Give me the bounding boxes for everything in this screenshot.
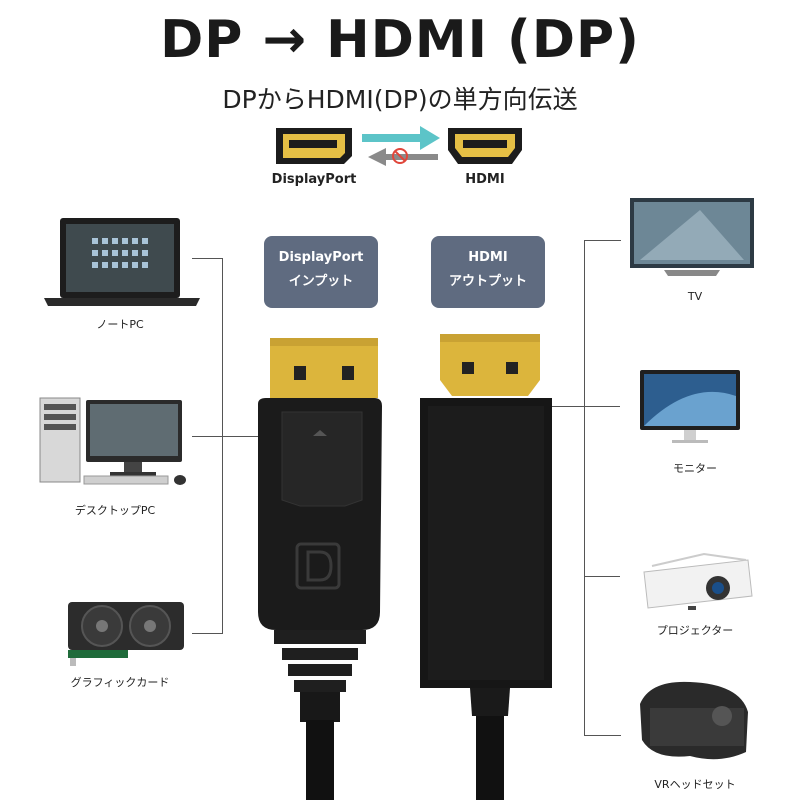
sources-connector-line xyxy=(222,436,258,437)
dp-input-badge: DisplayPort インプット xyxy=(264,236,378,308)
source-label-graphics-card: グラフィックカード xyxy=(70,676,170,689)
hdmi-output-badge: HDMI アウトプット xyxy=(431,236,545,308)
target-label-projector: プロジェクター xyxy=(656,624,734,637)
tv-icon xyxy=(630,198,754,276)
direction-diagram xyxy=(276,126,522,166)
displayport-port-icon xyxy=(276,128,352,164)
desktop-pc-icon xyxy=(39,397,186,485)
targets-connector-line xyxy=(552,406,584,407)
forward-arrow-icon xyxy=(362,126,440,150)
hdmi-port-icon xyxy=(448,128,522,164)
source-label-laptop: ノートPC xyxy=(96,318,144,331)
dp-badge-line2: インプット xyxy=(288,274,354,289)
source-label-desktop: デスクトップPC xyxy=(74,504,156,517)
projector-icon xyxy=(643,552,753,610)
sources-bracket-mid xyxy=(192,436,222,437)
targets-bracket-tick-1 xyxy=(584,406,620,407)
laptop-icon xyxy=(44,218,200,306)
sources-bracket xyxy=(192,258,223,634)
displayport-label: DisplayPort xyxy=(271,172,357,187)
graphics-card-icon xyxy=(68,602,184,666)
monitor-icon xyxy=(640,370,740,443)
vr-headset-icon xyxy=(640,681,748,760)
page-subtitle: DPからHDMI(DP)の単方向伝送 xyxy=(222,85,578,114)
hdmi-badge-line2: アウトプット xyxy=(448,274,527,289)
page-title: DP → HDMI (DP) xyxy=(160,10,640,70)
targets-bracket xyxy=(584,240,621,736)
reverse-arrow-blocked-icon xyxy=(368,148,438,166)
target-label-tv: TV xyxy=(687,290,703,303)
target-label-vr-headset: VRヘッドセット xyxy=(654,778,736,791)
hdmi-connector-icon xyxy=(420,334,552,800)
hdmi-label: HDMI xyxy=(465,172,505,187)
dp-connector-icon xyxy=(258,338,382,800)
dp-logo-icon xyxy=(295,542,341,590)
dp-badge-line1: DisplayPort xyxy=(278,250,364,265)
hdmi-badge-line1: HDMI xyxy=(468,250,508,265)
target-label-monitor: モニター xyxy=(673,462,717,475)
targets-bracket-tick-2 xyxy=(584,576,620,577)
